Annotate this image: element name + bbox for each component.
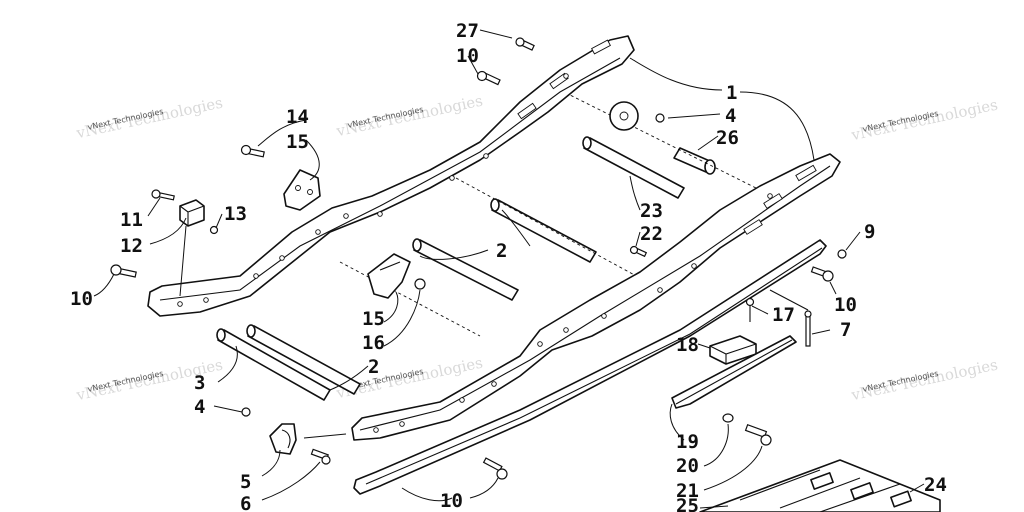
screw-17 (745, 297, 755, 322)
nut-4-upper (655, 113, 665, 123)
nut-9 (837, 249, 847, 259)
shaft-3 (216, 328, 331, 401)
callout-13: 13 (224, 203, 247, 225)
callout-25: 25 (676, 495, 699, 512)
left-rail (147, 35, 635, 317)
bolt-22 (629, 245, 648, 258)
bolt-21 (744, 423, 772, 446)
leader-lines (93, 29, 925, 509)
callout-9: 9 (864, 221, 875, 243)
callout-2-upper: 2 (496, 240, 507, 262)
bumper-5 (269, 423, 297, 455)
callout-3: 3 (194, 372, 205, 394)
callout-7: 7 (840, 319, 851, 341)
cross-shafts (216, 89, 761, 401)
bolt-27 (515, 37, 535, 51)
callout-11: 11 (120, 209, 143, 231)
axis-line (559, 89, 761, 191)
callout-24: 24 (924, 474, 947, 496)
bolt-10-bottom (482, 457, 508, 480)
callout-12: 12 (120, 235, 143, 257)
callout-10-bottom: 10 (440, 490, 463, 512)
callout-17: 17 (772, 304, 795, 326)
callout-23: 23 (640, 200, 663, 222)
callout-2-lower: 2 (368, 356, 379, 378)
callout-6: 6 (240, 493, 251, 512)
callout-10-right: 10 (834, 294, 857, 316)
plate-19 (671, 335, 797, 409)
bracket-15-lower (367, 253, 426, 299)
callout-22: 22 (640, 223, 663, 245)
callout-21: 21 (676, 480, 699, 502)
nut-4-lower (241, 407, 251, 417)
callout-16: 16 (362, 332, 385, 354)
bolt-7 (804, 310, 812, 347)
watermark-1: vNext Technologies vNext Technologies (74, 94, 224, 143)
bolt-10-left (110, 264, 137, 278)
bolt-14 (240, 144, 265, 158)
shaft-2-lower (246, 324, 361, 395)
bolts (110, 37, 847, 480)
watermark-3: vNext Technologies vNext Technologies (849, 96, 999, 145)
callout-15-upper: 15 (286, 131, 309, 153)
bracket-26 (609, 101, 665, 131)
callout-27: 27 (456, 20, 479, 42)
callouts: 1 2 2 3 4 4 5 6 7 9 10 10 10 10 11 12 13… (70, 20, 947, 512)
callout-18: 18 (676, 334, 699, 356)
watermark-6: vNext Technologies vNext Technologies (849, 356, 999, 405)
callout-26: 26 (716, 127, 739, 149)
callout-4-upper: 4 (725, 105, 736, 127)
bolt-10-right (810, 266, 834, 282)
callout-10-top: 10 (456, 45, 479, 67)
track-24 (699, 459, 941, 512)
bolt-6 (310, 448, 331, 465)
callout-14: 14 (286, 106, 309, 128)
bolt-10-upper (476, 70, 501, 86)
nut-16 (414, 278, 426, 290)
axis-line (339, 261, 481, 337)
watermark-2: vNext Technologies vNext Technologies (334, 92, 484, 141)
callout-1: 1 (726, 82, 737, 104)
shaft-2-upper (490, 198, 597, 263)
slide-rail (353, 239, 827, 495)
bracket-14-15 (283, 169, 321, 211)
callout-5: 5 (240, 471, 251, 493)
nut-13 (209, 225, 219, 235)
shaft-26 (673, 147, 716, 175)
shaft-2-middle (412, 238, 519, 301)
callout-4-lower: 4 (194, 396, 205, 418)
shaft-23 (582, 136, 685, 199)
right-rail (351, 153, 841, 441)
axis-line (455, 177, 641, 279)
washer-20 (722, 413, 734, 423)
bolt-11 (151, 189, 175, 201)
callout-20: 20 (676, 455, 699, 477)
callout-10-left: 10 (70, 288, 93, 310)
callout-15-lower: 15 (362, 308, 385, 330)
block-12 (179, 199, 205, 227)
callout-19: 19 (676, 431, 699, 453)
